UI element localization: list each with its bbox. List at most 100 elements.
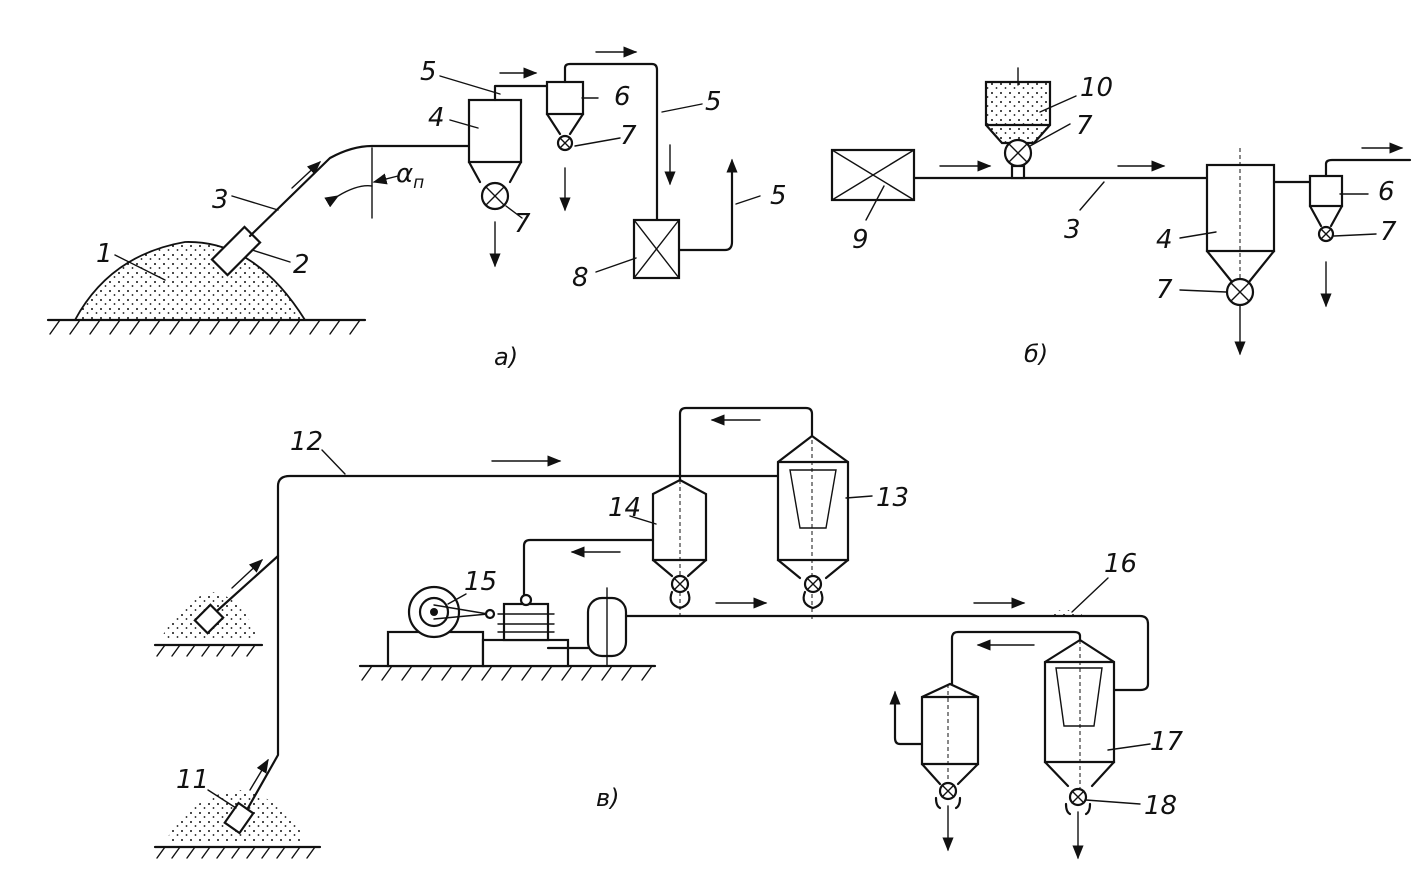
ground-hatch (361, 665, 653, 681)
valve-outlet (802, 590, 824, 610)
valve-cross (1230, 282, 1250, 302)
label-18: 18 (1144, 791, 1177, 821)
cyclone (1308, 174, 1344, 208)
diagram-c: 12 14 13 15 16 11 17 18 в) (153, 406, 1184, 860)
main-suction-pipe (246, 474, 782, 810)
air-pipe (678, 406, 814, 484)
separator (651, 478, 708, 562)
pump-ribs (497, 613, 555, 633)
angle-arc (324, 185, 373, 208)
diagram-b: 10 7 9 3 4 7 6 7 б) (830, 67, 1412, 368)
label-16: 16 (1104, 549, 1137, 579)
label-5-pipe: 5 (705, 87, 722, 117)
label-2: 2 (293, 250, 310, 280)
material-pile (73, 241, 307, 321)
label-3: 3 (212, 185, 229, 215)
cyclone (545, 80, 585, 116)
label-4: 4 (428, 103, 445, 133)
label-5: 5 (420, 57, 437, 87)
separator-cone (1205, 249, 1276, 284)
pump-base (481, 638, 570, 668)
separator (920, 682, 980, 766)
separator-cone (467, 160, 523, 184)
flywheel-axle (430, 608, 438, 616)
leader-lines (114, 75, 761, 281)
valve-cross (485, 186, 505, 206)
pump-valve (519, 593, 533, 607)
label-7-b: 7 (1156, 275, 1173, 305)
label-13: 13 (876, 483, 909, 513)
leader-lines (207, 449, 1151, 809)
valve-cross (559, 137, 571, 149)
vacuum-pump (502, 602, 550, 642)
label-8: 8 (572, 263, 589, 293)
air-pipe (950, 630, 1082, 686)
separator-filter (1055, 667, 1103, 727)
exhaust-pipe (893, 698, 924, 746)
connecting-rod (433, 604, 489, 620)
separator-cone (651, 558, 708, 578)
air-pipe (563, 62, 659, 222)
valve-cross (1320, 228, 1332, 240)
label-14: 14 (608, 493, 641, 523)
cyclone-cone (1308, 204, 1344, 228)
separator (776, 434, 850, 562)
suction-nozzle (193, 603, 225, 635)
valve-outlet (934, 796, 962, 810)
pressure-pipe (624, 614, 1150, 692)
label-11: 11 (176, 765, 209, 795)
air-pipe (493, 84, 550, 102)
label-7-cyclone: 7 (1380, 217, 1397, 247)
label-17: 17 (1150, 727, 1184, 757)
label-12: 12 (290, 427, 323, 457)
valve-cross (1008, 143, 1028, 163)
diagram-a: 1 2 3 4 5 6 7 7 5 5 8 αп а) (46, 46, 787, 371)
valve-cross (941, 784, 955, 798)
separator-cone (1043, 760, 1116, 788)
leader-lines (865, 95, 1377, 293)
flow-arrow (231, 559, 264, 589)
label-1: 1 (96, 239, 113, 269)
valve-outlet (1064, 802, 1092, 816)
caption-b: б) (1024, 340, 1048, 368)
vacuum-pipe (522, 538, 655, 604)
valve-cross (673, 577, 687, 591)
separator-cone (920, 762, 980, 786)
label-6: 6 (614, 82, 631, 112)
label-alpha: αп (396, 159, 424, 193)
flow-arrow (291, 161, 322, 189)
valve-cross (806, 577, 820, 591)
angle-arrow (372, 173, 399, 185)
separator-cone (776, 558, 850, 580)
label-5-exhaust: 5 (770, 181, 787, 211)
valve-outlet (669, 590, 691, 610)
label-7-feeder: 7 (1076, 111, 1093, 141)
caption-v: в) (596, 784, 620, 812)
branch-pipe (216, 554, 280, 612)
label-10: 10 (1080, 73, 1113, 103)
valve-cross (1071, 790, 1085, 804)
label-4-b: 4 (1156, 225, 1173, 255)
exhaust-pipe (1324, 158, 1412, 178)
label-9: 9 (852, 225, 869, 255)
exhaust-pipe (677, 168, 734, 252)
ground-hatch (156, 846, 316, 859)
separator-filter (789, 469, 837, 529)
label-6-b: 6 (1378, 177, 1395, 207)
label-15: 15 (464, 567, 497, 597)
separator (1043, 638, 1116, 764)
ground-hatch (49, 319, 361, 335)
blower-cross (831, 149, 915, 201)
separator (467, 98, 523, 164)
crank-pin (484, 608, 496, 620)
ground-hatch (156, 644, 256, 657)
material-plug (1050, 610, 1082, 618)
label-7-valve: 7 (514, 209, 531, 239)
filter-cross (633, 219, 680, 279)
feeder-neck (1010, 164, 1026, 180)
conveying-pipe (248, 144, 470, 238)
flow-arrow (249, 758, 269, 791)
label-3-b: 3 (1064, 215, 1081, 245)
label-7: 7 (620, 121, 637, 151)
